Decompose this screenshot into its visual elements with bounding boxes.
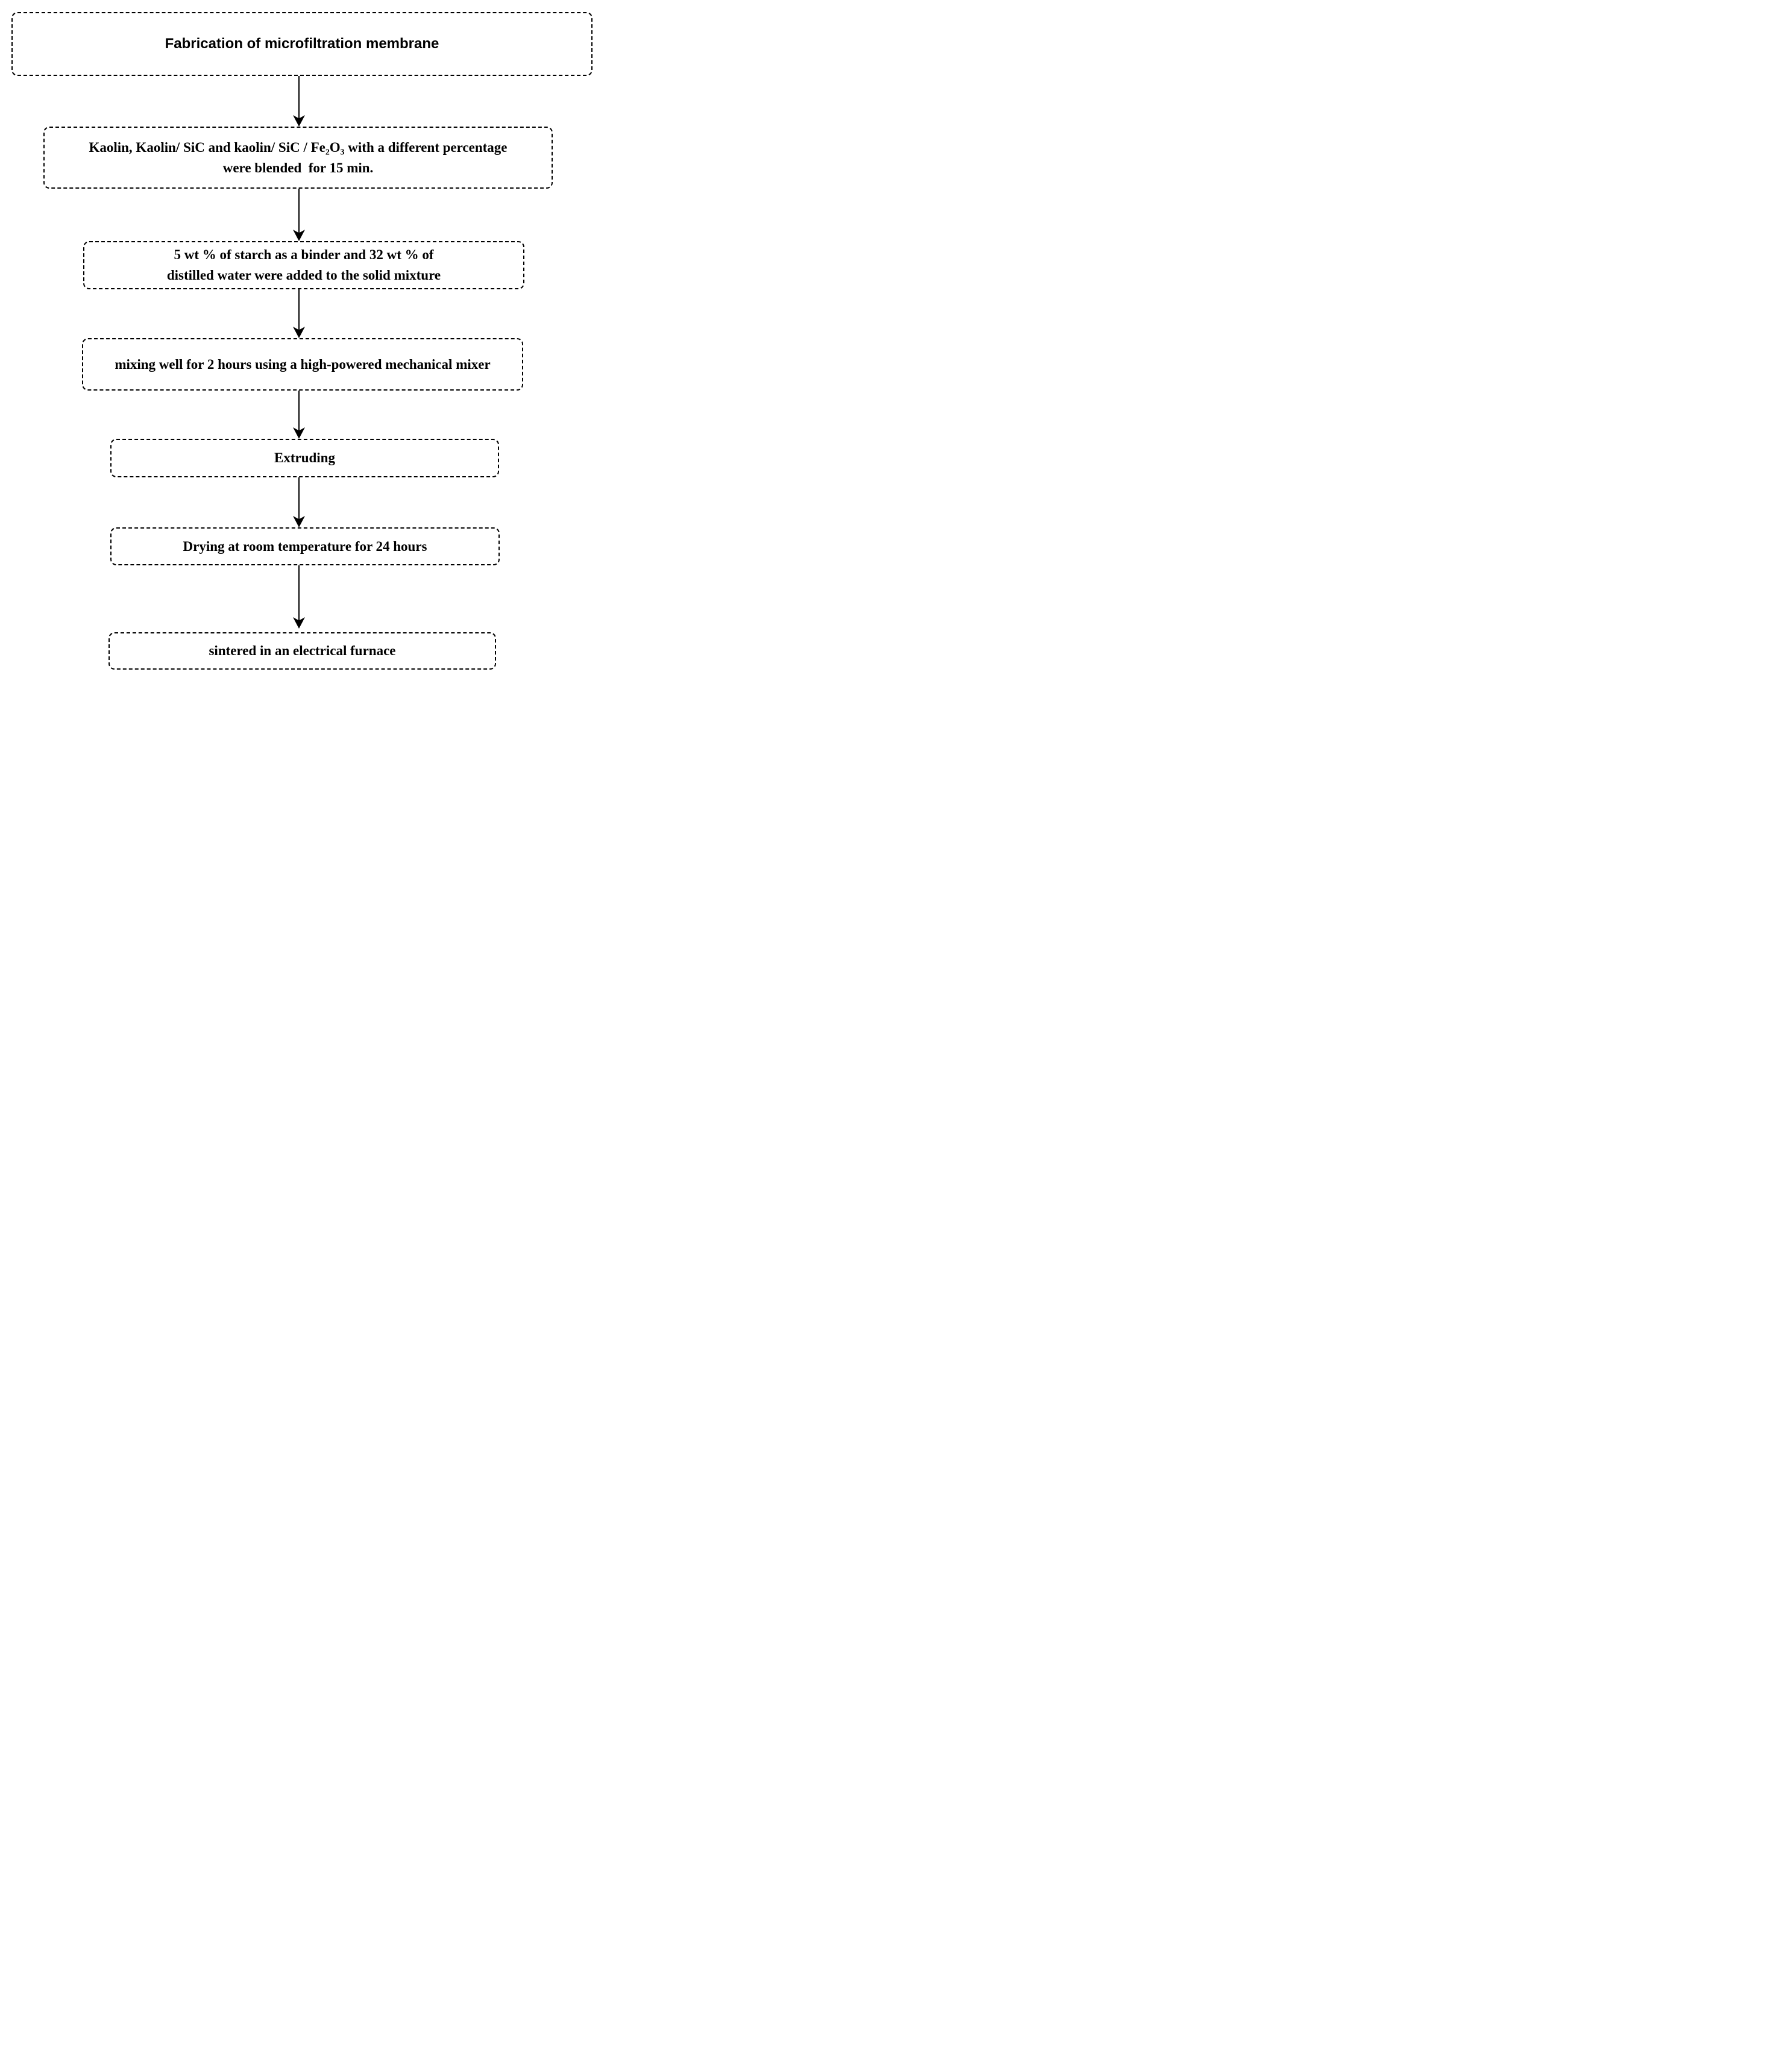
arrow-shaft <box>298 289 300 330</box>
flow-arrow-1 <box>293 76 305 127</box>
flow-arrow-3 <box>293 289 305 338</box>
step-text-line: sintered in an electrical furnace <box>209 643 396 658</box>
arrow-head-icon <box>293 327 305 338</box>
step-text-line: were blended for 15 min. <box>222 160 374 175</box>
arrow-head-icon <box>293 516 305 527</box>
step-box-drying: Drying at room temperature for 24 hours <box>110 527 500 565</box>
step-text-line: distilled water were added to the solid … <box>166 268 441 283</box>
step-box-blending: Kaolin, Kaolin/ SiC and kaolin/ SiC / Fe… <box>43 127 553 189</box>
arrow-shaft <box>298 76 300 119</box>
arrow-shaft <box>298 565 300 621</box>
arrow-shaft <box>298 189 300 233</box>
flow-arrow-5 <box>293 477 305 527</box>
step-text-line: mixing well for 2 hours using a high-pow… <box>115 356 491 372</box>
arrow-head-icon <box>293 427 305 439</box>
step-text-line: Drying at room temperature for 24 hours <box>183 538 427 554</box>
flow-arrow-4 <box>293 391 305 439</box>
step-box-extruding: Extruding <box>110 439 499 477</box>
flowchart-canvas: Fabrication of microfiltration membrane … <box>0 0 597 682</box>
title-box: Fabrication of microfiltration membrane <box>11 12 593 76</box>
step-box-sintering: sintered in an electrical furnace <box>108 632 496 670</box>
arrow-head-icon <box>293 115 305 127</box>
title-text: Fabrication of microfiltration membrane <box>165 36 439 52</box>
step-text-line: 5 wt % of starch as a binder and 32 wt %… <box>174 247 434 262</box>
step-text-line: Kaolin, Kaolin/ SiC and kaolin/ SiC / Fe… <box>89 139 508 155</box>
step-box-mixing: mixing well for 2 hours using a high-pow… <box>82 338 523 391</box>
flow-arrow-2 <box>293 189 305 241</box>
step-box-binder-addition: 5 wt % of starch as a binder and 32 wt %… <box>83 241 524 289</box>
arrow-head-icon <box>293 617 305 629</box>
arrow-shaft <box>298 391 300 431</box>
arrow-head-icon <box>293 230 305 241</box>
flow-arrow-6 <box>293 565 305 629</box>
step-text-line: Extruding <box>274 450 335 465</box>
arrow-shaft <box>298 477 300 520</box>
